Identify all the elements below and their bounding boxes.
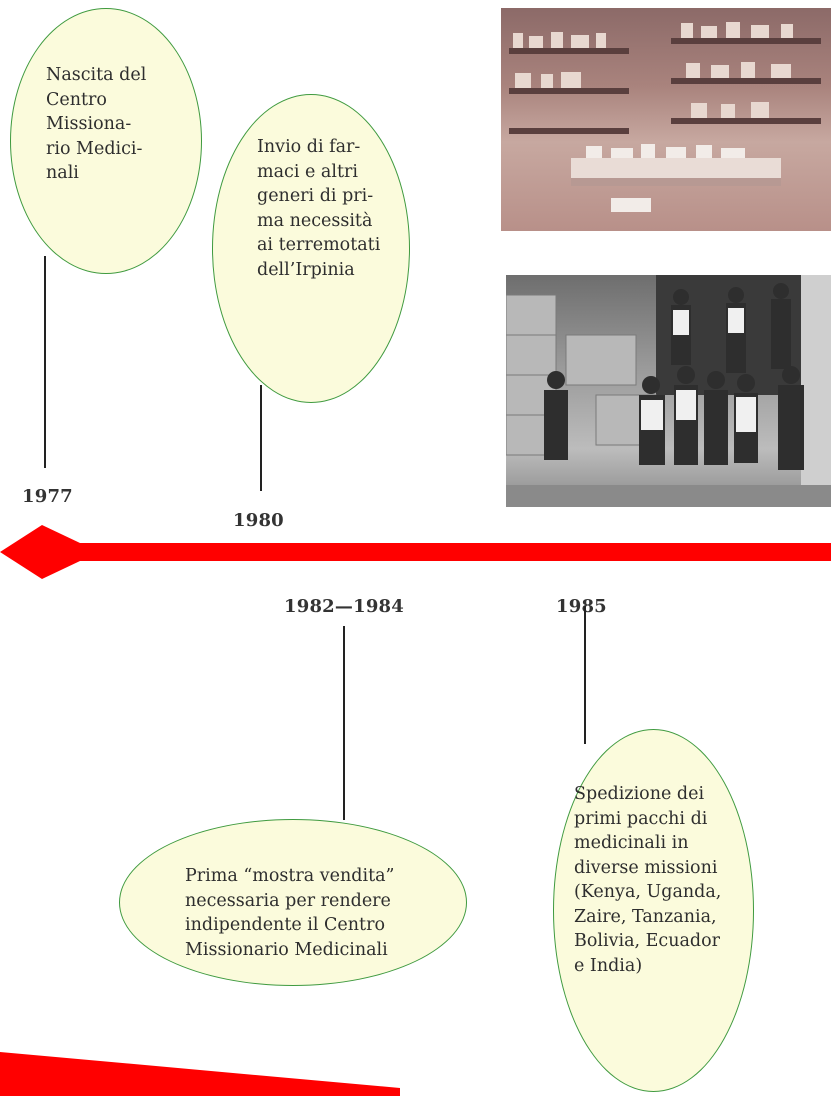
event-bubble-1982-1984: [119, 819, 467, 986]
timeline-bar: [40, 543, 831, 561]
event-bubble-1980: [212, 94, 410, 403]
year-label-1980: 1980: [233, 510, 284, 531]
year-label-1985: 1985: [556, 596, 607, 617]
year-label-1982-1984: 1982—1984: [284, 596, 404, 617]
event-text-1985: Spedizione dei primi pacchi di medicinal…: [574, 784, 722, 976]
event-text-1977: Nascita del Centro Missiona- rio Medici-…: [46, 65, 147, 183]
event-text-1980: Invio di far- maci e altri generi di pri…: [257, 137, 381, 280]
timeline-arrowhead: [0, 525, 80, 579]
connector-1980: [260, 385, 262, 491]
connector-1982-1984: [343, 626, 345, 820]
connector-1977: [44, 256, 46, 468]
event-bubble-1977: [10, 8, 202, 274]
year-label-1977: 1977: [22, 486, 73, 507]
volunteers-truck-photo: [506, 275, 831, 507]
warehouse-shelves-photo: [501, 8, 831, 231]
connector-1985: [584, 606, 586, 744]
timeline-segment-bottom: [0, 1052, 400, 1096]
event-bubble-1985: [553, 729, 754, 1092]
event-text-1982-1984: Prima “mostra vendita” necessaria per re…: [185, 866, 395, 960]
